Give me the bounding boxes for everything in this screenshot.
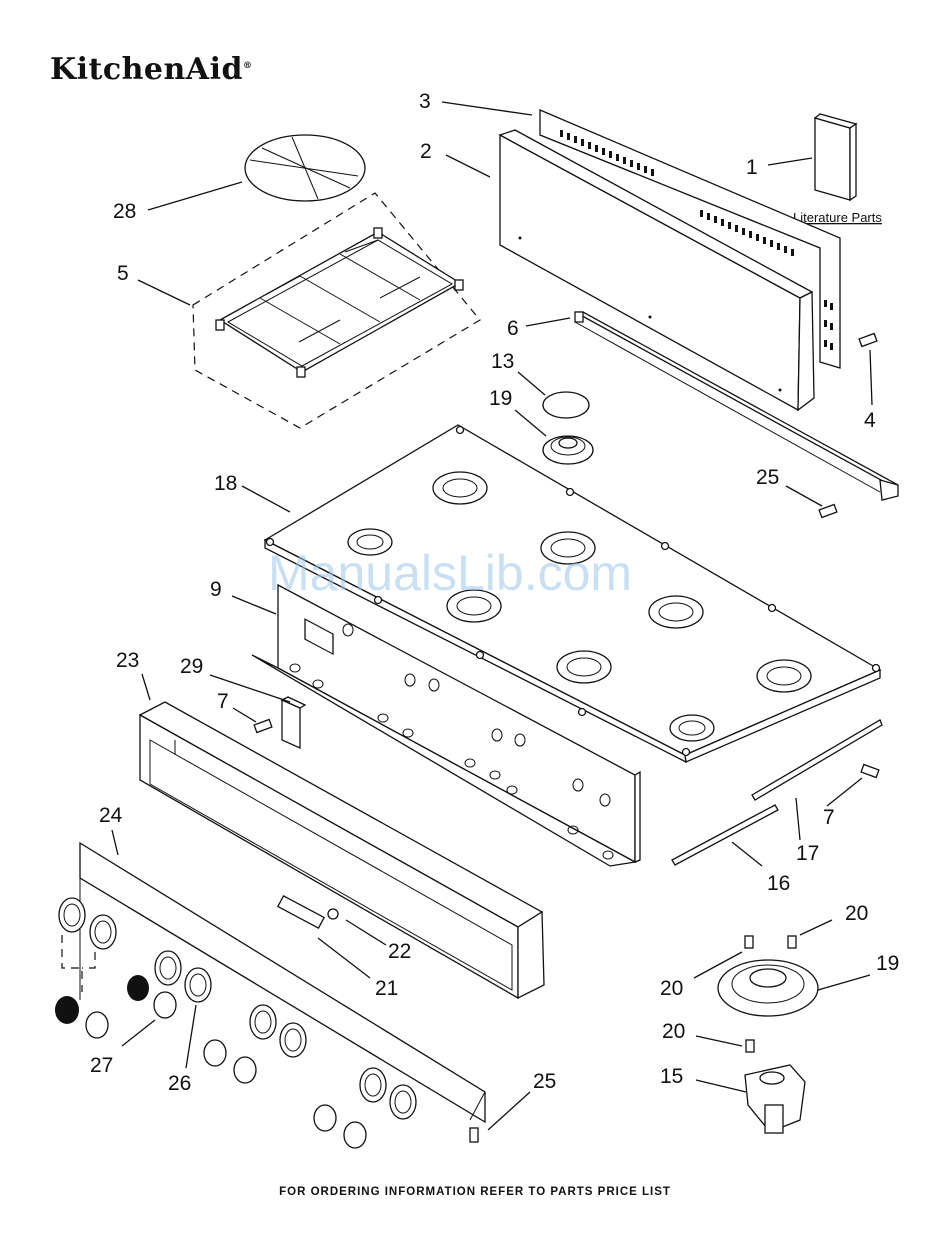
callout-2: 2: [420, 140, 432, 163]
callout-27: 27: [90, 1054, 113, 1077]
burner-cap: [543, 392, 589, 418]
callout-7-left: 7: [217, 690, 229, 713]
callout-25-bottom: 25: [533, 1070, 556, 1093]
callout-28: 28: [113, 200, 136, 223]
valve-bracket: [745, 1065, 805, 1133]
callout-22: 22: [388, 940, 411, 963]
callout-21: 21: [375, 977, 398, 1000]
side-trim-upper: [752, 720, 882, 800]
callout-4: 4: [864, 409, 876, 432]
callout-13: 13: [491, 350, 514, 373]
callout-18: 18: [214, 472, 237, 495]
callout-25-top: 25: [756, 466, 779, 489]
literature-parts-label: Literature Parts: [793, 210, 882, 225]
callout-1: 1: [746, 156, 758, 179]
callout-29: 29: [180, 655, 203, 678]
callout-23: 23: [116, 649, 139, 672]
callout-20-b: 20: [660, 977, 683, 1000]
burner-assembly: [718, 960, 818, 1016]
callout-26: 26: [168, 1072, 191, 1095]
callout-6: 6: [507, 317, 519, 340]
callout-9: 9: [210, 578, 222, 601]
callout-19-top: 19: [489, 387, 512, 410]
ordering-info-footer: FOR ORDERING INFORMATION REFER TO PARTS …: [0, 1186, 950, 1198]
callout-7-right: 7: [823, 806, 835, 829]
callout-16: 16: [767, 872, 790, 895]
callout-20-a: 20: [845, 902, 868, 925]
brand-badge: [278, 896, 324, 928]
side-trim-lower: [672, 805, 778, 865]
callout-3: 3: [419, 90, 431, 113]
nut: [328, 909, 338, 919]
callout-19-bottom: 19: [876, 952, 899, 975]
callout-20-c: 20: [662, 1020, 685, 1043]
protective-sheet: [245, 135, 365, 201]
watermark: ManualsLib.com: [268, 545, 632, 601]
ignition-switch-bracket: [282, 697, 305, 748]
callout-24: 24: [99, 804, 123, 827]
callout-5: 5: [117, 262, 129, 285]
burner-base-top: [543, 436, 593, 464]
callout-17: 17: [796, 842, 819, 865]
literature-parts-book: [815, 114, 856, 200]
burner-grates: [216, 228, 463, 377]
callout-15: 15: [660, 1065, 683, 1088]
